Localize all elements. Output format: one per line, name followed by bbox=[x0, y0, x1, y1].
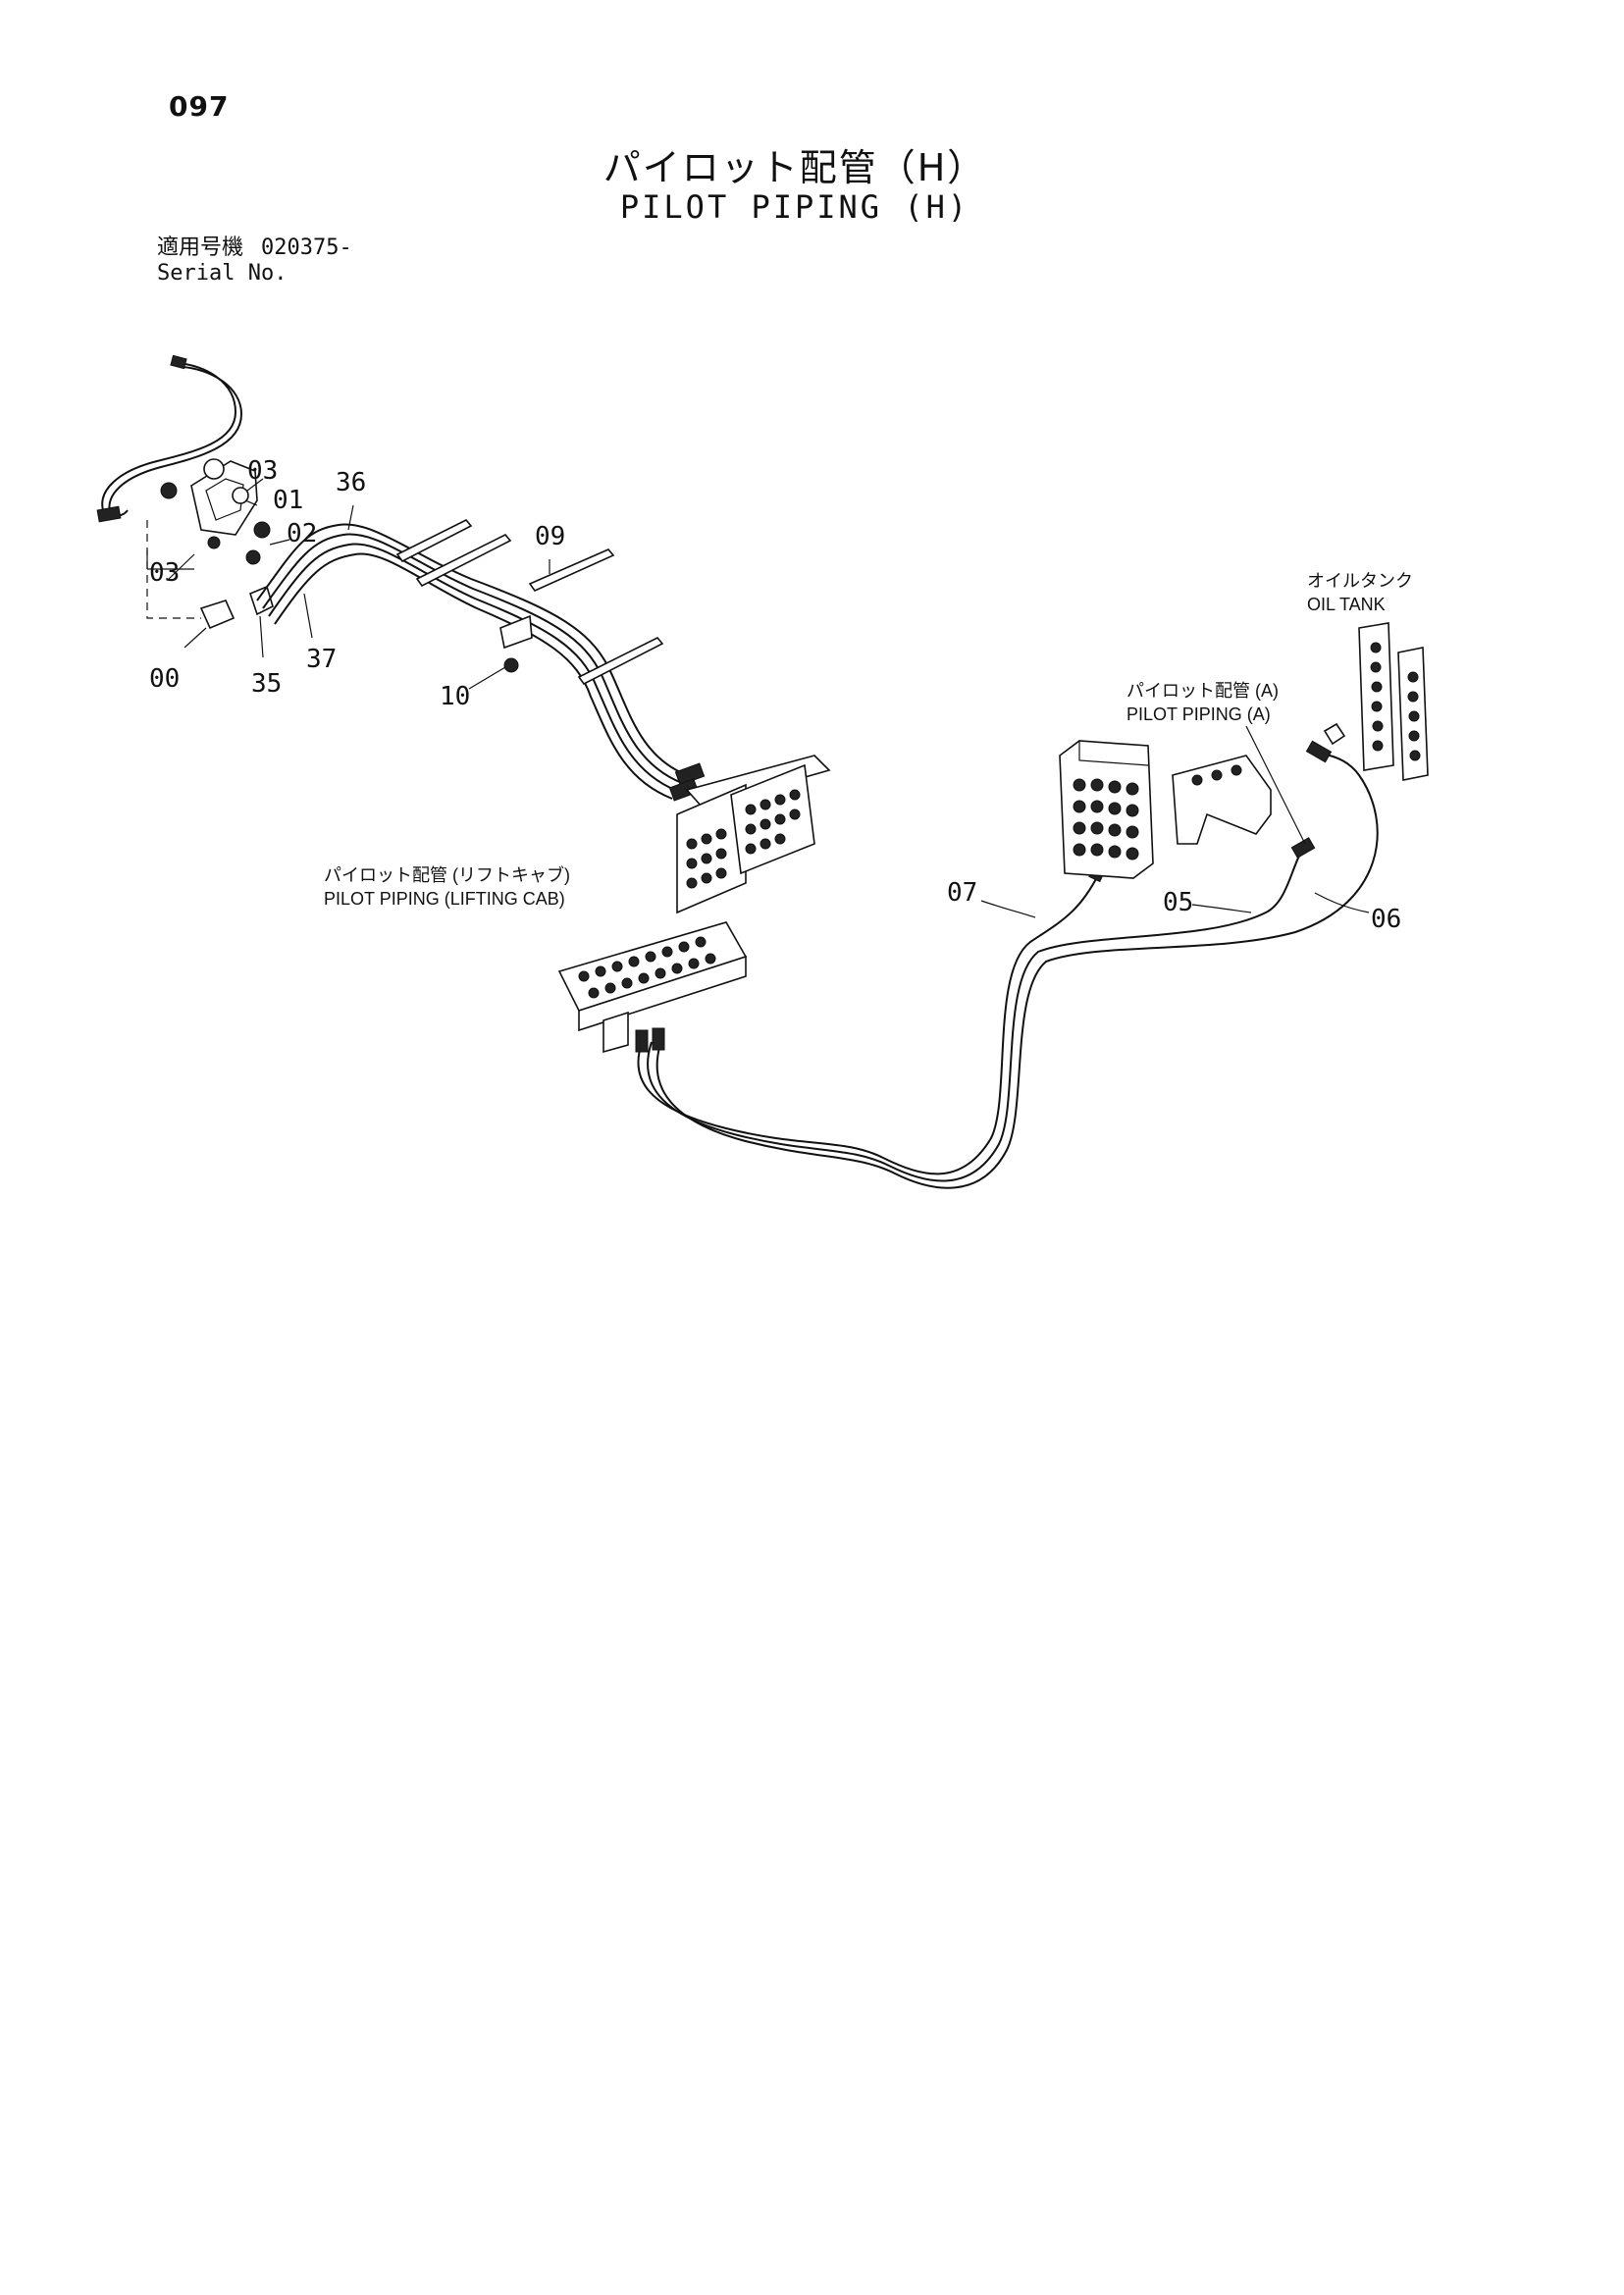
callout-37: 37 bbox=[306, 645, 337, 674]
pilot-valve-assembly bbox=[96, 354, 274, 630]
callout-labels: 03 01 02 03 00 35 37 36 09 10 07 05 06 bbox=[149, 456, 1401, 934]
lifting-cab-block-lower bbox=[557, 921, 748, 1054]
callout-00: 00 bbox=[149, 664, 180, 694]
oil-tank-label-ja: オイルタンク bbox=[1307, 571, 1413, 591]
callout-06: 06 bbox=[1371, 905, 1401, 934]
pilot-hose-bundle bbox=[256, 523, 706, 802]
callout-09: 09 bbox=[535, 522, 565, 551]
callout-03-lower: 03 bbox=[149, 558, 180, 588]
callout-10: 10 bbox=[440, 682, 470, 711]
oil-tank bbox=[1323, 622, 1429, 781]
pilot-piping-a-label-en: PILOT PIPING (A) bbox=[1126, 704, 1271, 724]
mounting-brackets bbox=[395, 519, 831, 808]
page-number: 097 bbox=[169, 90, 230, 123]
callout-03-upper: 03 bbox=[247, 456, 278, 486]
callout-05: 05 bbox=[1163, 888, 1193, 917]
pilot-piping-a-label-ja: パイロット配管 (A) bbox=[1126, 681, 1279, 701]
leader-lines bbox=[168, 478, 1370, 918]
annotation-notes: オイルタンク OIL TANK パイロット配管 (A) PILOT PIPING… bbox=[324, 571, 1413, 909]
lifting-cab-block-upper bbox=[676, 763, 815, 914]
callout-07: 07 bbox=[947, 878, 977, 908]
lifting-cab-label-ja: パイロット配管 (リフトキャブ) bbox=[324, 864, 570, 885]
lower-hoses bbox=[635, 740, 1379, 1189]
title-japanese: パイロット配管（H） bbox=[602, 146, 987, 189]
oil-tank-label-en: OIL TANK bbox=[1307, 595, 1386, 614]
pilot-valve-right bbox=[1059, 740, 1272, 879]
serial-label-en: Serial No. bbox=[157, 261, 288, 286]
lifting-cab-label-en: PILOT PIPING (LIFTING CAB) bbox=[324, 889, 565, 909]
callout-02: 02 bbox=[287, 519, 317, 548]
callout-36: 36 bbox=[336, 468, 366, 497]
serial-value: 020375- bbox=[261, 235, 352, 260]
serial-block: 適用号機 020375- Serial No. bbox=[157, 235, 352, 287]
title-english: PILOT PIPING (H) bbox=[619, 188, 970, 226]
serial-label-ja: 適用号機 bbox=[157, 235, 244, 260]
callout-01: 01 bbox=[273, 486, 303, 515]
callout-35: 35 bbox=[251, 669, 282, 699]
